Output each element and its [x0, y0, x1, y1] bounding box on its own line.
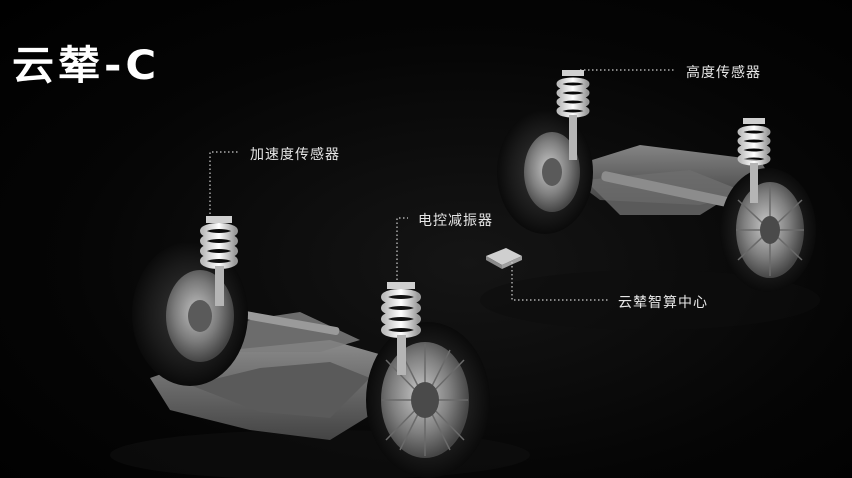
electronic-damper-label: 电控减振器 — [418, 213, 493, 229]
height-sensor-label: 高度传感器 — [686, 65, 761, 81]
acceleration-sensor-label: 加速度传感器 — [250, 147, 340, 163]
rear-right-shock — [737, 118, 771, 203]
front-axle-assembly — [110, 216, 530, 478]
rear-right-wheel — [720, 168, 816, 292]
leader-electronic-damper — [396, 217, 408, 280]
rear-left-wheel — [497, 110, 593, 234]
compute-center-label: 云辇智算中心 — [618, 295, 708, 311]
leader-acceleration-sensor — [209, 151, 240, 214]
compute-module — [486, 248, 522, 269]
rear-left-shock — [556, 70, 590, 160]
rear-axle-assembly — [480, 70, 820, 330]
front-right-wheel — [366, 322, 490, 478]
leader-compute-center — [511, 262, 608, 301]
front-left-shock — [200, 216, 238, 306]
front-right-shock — [381, 282, 421, 375]
product-title: 云辇-C — [12, 42, 161, 89]
leader-height-sensor — [577, 69, 675, 72]
